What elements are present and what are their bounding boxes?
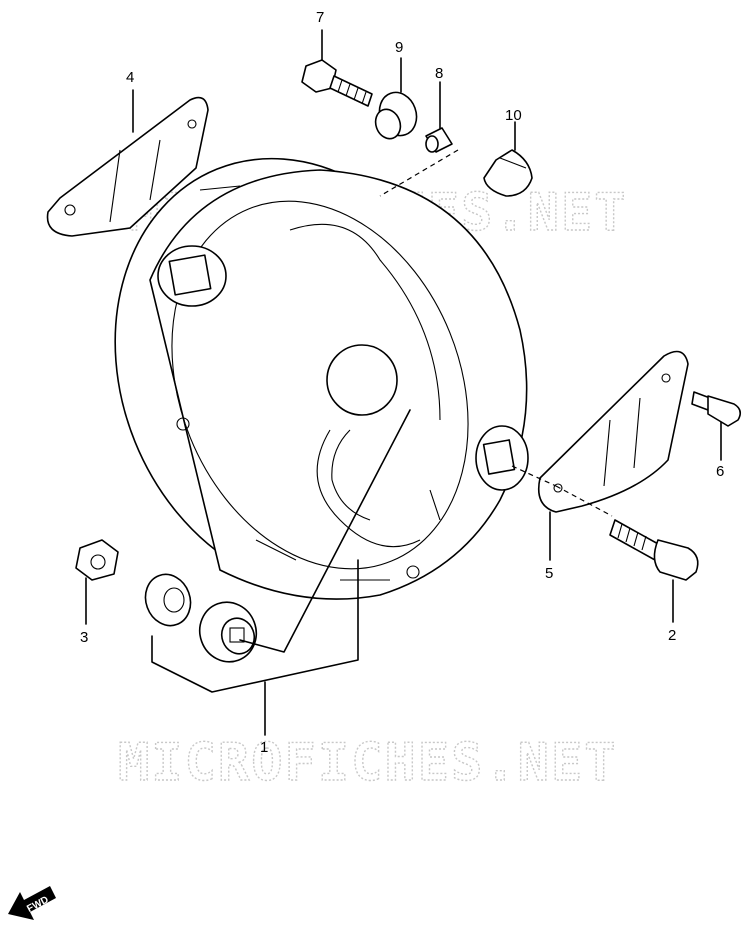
callout-7: 7 [316, 9, 324, 26]
part-1-grommet-right[interactable] [191, 594, 264, 670]
part-1-headlight-housing[interactable] [52, 102, 548, 647]
watermark-bottom: MICROFICHES.NET [118, 733, 618, 793]
part-4-left-bracket[interactable] [46, 96, 209, 237]
callout-2: 2 [668, 627, 676, 644]
part-1-leader-line [239, 409, 411, 653]
parts-alignment-line [379, 149, 459, 197]
part-1-grommet-left[interactable] [138, 568, 197, 632]
callout-6: 6 [716, 463, 724, 480]
part-6-bolt[interactable] [691, 391, 742, 427]
callout-8: 8 [435, 65, 443, 82]
part-3-nut[interactable] [75, 539, 119, 581]
fwd-arrow-icon: FWD [8, 886, 56, 920]
part-7-bolt[interactable] [301, 59, 373, 107]
callout-10: 10 [505, 107, 522, 124]
part-9-bushing[interactable] [372, 87, 423, 142]
callout-3: 3 [80, 629, 88, 646]
part-2-bolt[interactable] [609, 519, 699, 581]
part-8-collar[interactable] [425, 127, 453, 153]
part-10-cap[interactable] [483, 149, 533, 197]
callout-4: 4 [126, 69, 134, 86]
callout-5: 5 [545, 565, 553, 582]
part-1-group-bracket [151, 559, 359, 693]
part-5-right-bracket[interactable] [537, 350, 689, 513]
part-5-alignment-line [511, 465, 613, 517]
callout-1: 1 [260, 739, 268, 756]
callout-9: 9 [395, 39, 403, 56]
